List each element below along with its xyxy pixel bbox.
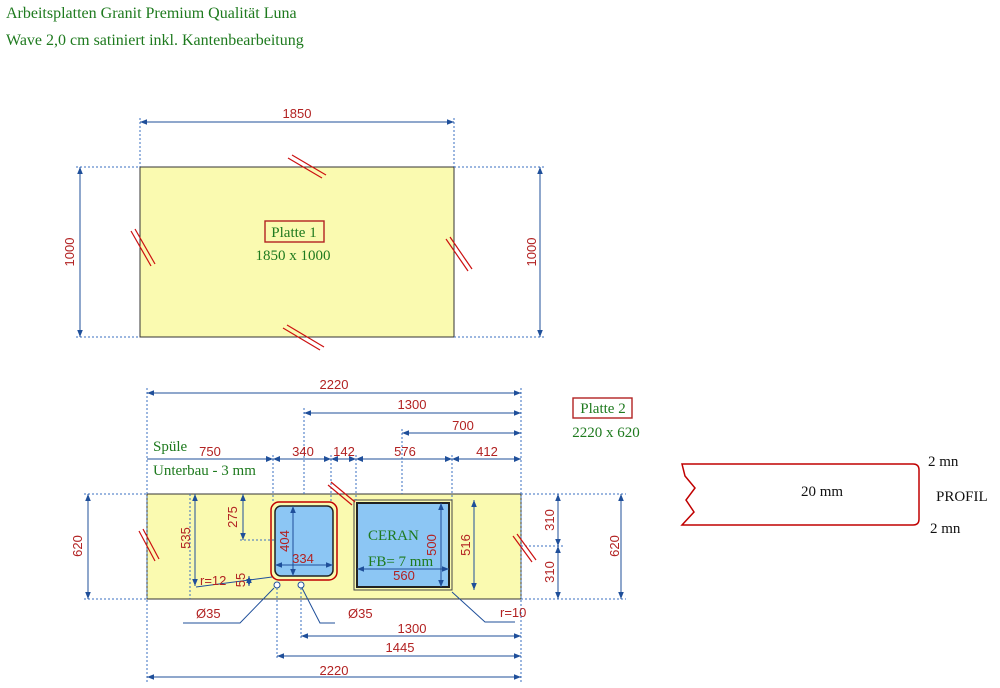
dim-576: 576 bbox=[394, 444, 416, 459]
sink-label: Spüle bbox=[153, 439, 188, 455]
sink-sub-label: Unterbau - 3 mm bbox=[153, 463, 256, 479]
leader-r10 bbox=[451, 591, 515, 623]
dim-620-right: 620 bbox=[607, 535, 622, 557]
plate1-group: 1850 1000 1000 Platte 1 1850 x 1000 bbox=[62, 106, 545, 351]
cooktop-label: CERAN bbox=[368, 528, 419, 544]
dim-500: 500 bbox=[424, 534, 439, 556]
dim-chain-ticks bbox=[266, 456, 521, 462]
dim-334: 334 bbox=[292, 551, 314, 566]
leader-r12 bbox=[195, 576, 273, 588]
plate1-edge-marks bbox=[130, 154, 473, 351]
dim-310-bottom: 310 bbox=[542, 561, 557, 583]
dim-535: 535 bbox=[178, 527, 193, 549]
leader-hole1 bbox=[183, 587, 275, 624]
dim-516: 516 bbox=[458, 534, 473, 556]
plate1-height-left-dim: 1000 bbox=[62, 238, 77, 267]
dim-620-left: 620 bbox=[70, 535, 85, 557]
plate2-size: 2220 x 620 bbox=[572, 425, 640, 441]
profile-section bbox=[680, 463, 920, 526]
profile-bottom-edge: 2 mn bbox=[930, 521, 961, 537]
dim-1445: 1445 bbox=[386, 640, 415, 655]
sink-cutout-outer[interactable] bbox=[270, 501, 338, 581]
dim-r10: r=10 bbox=[500, 605, 526, 620]
profile-group: 20 mm 2 mn PROFIL 2 mn bbox=[680, 454, 988, 537]
plate1-title-box bbox=[264, 220, 325, 243]
dim-340: 340 bbox=[292, 444, 314, 459]
dim-275: 275 bbox=[225, 506, 240, 528]
plate1-title: Platte 1 bbox=[271, 225, 316, 241]
dim-412: 412 bbox=[476, 444, 498, 459]
dim-560: 560 bbox=[393, 568, 415, 583]
dim-700: 700 bbox=[452, 418, 474, 433]
dim-1300-bottom: 1300 bbox=[398, 621, 427, 636]
tap-hole-2[interactable] bbox=[297, 581, 305, 589]
header-title-line1: Arbeitsplatten Granit Premium Qualität L… bbox=[6, 5, 297, 22]
dim-hole1: Ø35 bbox=[196, 606, 221, 621]
plate1-size: 1850 x 1000 bbox=[256, 248, 331, 264]
plate2-slab[interactable] bbox=[146, 493, 522, 600]
profile-thickness: 20 mm bbox=[801, 484, 843, 500]
cooktop-sub-label: FB= 7 mm bbox=[368, 554, 433, 570]
dim-750: 750 bbox=[199, 444, 221, 459]
plate1-slab[interactable] bbox=[139, 166, 455, 338]
cooktop-cutout-outer[interactable] bbox=[353, 499, 453, 591]
dim-1300-top: 1300 bbox=[398, 397, 427, 412]
sink-cutout[interactable] bbox=[274, 505, 334, 577]
dim-404: 404 bbox=[277, 530, 292, 552]
profile-top-edge: 2 mn bbox=[928, 454, 959, 470]
dim-142: 142 bbox=[333, 444, 355, 459]
dim-55: 55 bbox=[233, 573, 248, 587]
plate2-title-box bbox=[572, 397, 633, 419]
plate2-edge-marks bbox=[138, 481, 537, 563]
dim-r12: r=12 bbox=[200, 573, 226, 588]
plate2-group: 2220 1300 700 750 340 142 576 412 620 62… bbox=[70, 377, 640, 682]
cooktop-cutout[interactable] bbox=[356, 502, 450, 588]
profile-title: PROFIL bbox=[936, 489, 988, 505]
header-title-line2: Wave 2,0 cm satiniert inkl. Kantenbearbe… bbox=[6, 32, 304, 49]
dim-hole2: Ø35 bbox=[348, 606, 373, 621]
plate2-title: Platte 2 bbox=[580, 401, 625, 417]
plate1-height-right-dim: 1000 bbox=[524, 238, 539, 267]
dim-2220-top: 2220 bbox=[320, 377, 349, 392]
dim-2220-bottom: 2220 bbox=[320, 663, 349, 678]
dim-310-top: 310 bbox=[542, 509, 557, 531]
leader-hole2 bbox=[301, 587, 335, 624]
plate1-width-dim: 1850 bbox=[283, 106, 312, 121]
tap-hole-1[interactable] bbox=[273, 581, 281, 589]
